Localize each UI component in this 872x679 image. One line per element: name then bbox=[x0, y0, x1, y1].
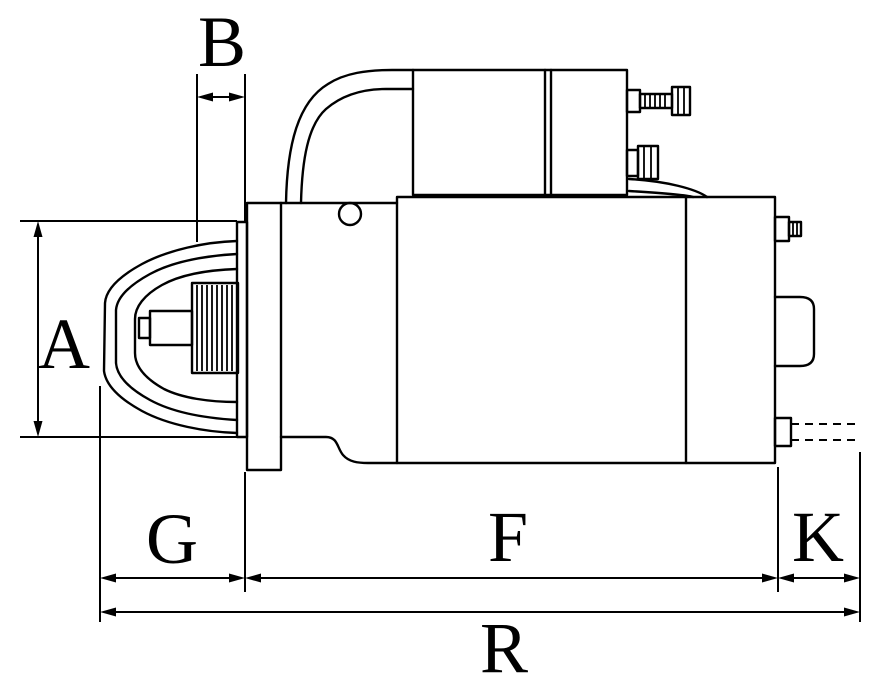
nose-middle-contour bbox=[114, 252, 239, 422]
upper-terminal-nut bbox=[670, 85, 692, 117]
rear-end-details bbox=[773, 215, 857, 448]
dimension-g-arrow-right bbox=[229, 573, 245, 583]
starter-motor-drawing bbox=[102, 68, 857, 472]
armature-shaft bbox=[137, 309, 194, 347]
dimension-a-extension-lines bbox=[20, 220, 237, 438]
solenoid-body bbox=[411, 68, 629, 197]
bracket-inner-contour bbox=[299, 87, 415, 205]
rear-bearing-boss bbox=[773, 295, 816, 368]
rear-terminal-stud-dashed bbox=[791, 423, 857, 441]
nose-aperture-contour bbox=[133, 267, 239, 404]
yoke bbox=[395, 195, 777, 465]
dimension-b-arrow-left bbox=[197, 92, 213, 102]
bracket-underside bbox=[279, 435, 399, 465]
dimension-label-b: B bbox=[198, 2, 246, 82]
solenoid-seam-lines bbox=[543, 68, 553, 197]
rear-top-stud-hatching bbox=[792, 222, 798, 236]
dimension-g-arrow-left bbox=[100, 573, 116, 583]
dimension-label-g: G bbox=[146, 499, 198, 579]
rear-top-stud-nut bbox=[773, 215, 791, 243]
drive-end-housing bbox=[102, 239, 239, 435]
nose-outer-contour bbox=[102, 239, 239, 435]
motor-body bbox=[395, 195, 777, 465]
upper-terminal-thread-hatching bbox=[644, 94, 666, 108]
solenoid-terminals bbox=[625, 85, 709, 199]
dimension-f: F bbox=[245, 497, 778, 583]
upper-terminal-nut-facets bbox=[677, 87, 685, 115]
dimension-a-arrow-bottom bbox=[33, 421, 43, 437]
dimension-r-arrow-right bbox=[844, 607, 860, 617]
dimension-r-arrow-left bbox=[100, 607, 116, 617]
pinion-teeth-hatching bbox=[196, 285, 233, 371]
bottom-extension-lines bbox=[99, 386, 861, 622]
dimension-label-a: A bbox=[38, 304, 90, 384]
mounting-flange bbox=[235, 201, 283, 472]
solenoid bbox=[411, 68, 629, 197]
dimension-b: B bbox=[196, 2, 246, 242]
flange-main-plate bbox=[245, 201, 283, 472]
dimension-b-arrow-right bbox=[229, 92, 245, 102]
intermediate-bracket bbox=[279, 68, 415, 465]
upper-terminal-base bbox=[625, 88, 642, 114]
dimension-f-arrow-left bbox=[245, 573, 261, 583]
lower-terminal-base bbox=[625, 148, 640, 178]
dimension-r: R bbox=[100, 607, 860, 679]
shaft-section bbox=[148, 309, 194, 347]
rear-terminal-block bbox=[773, 416, 793, 448]
bracket-outer-contour bbox=[284, 68, 415, 205]
lower-terminal-nut-facets bbox=[643, 146, 652, 179]
dimension-label-f: F bbox=[488, 497, 528, 577]
terminal-strap bbox=[627, 177, 709, 199]
dimension-f-arrow-right bbox=[762, 573, 778, 583]
lower-terminal-nut bbox=[636, 144, 660, 181]
dimension-a: A bbox=[20, 220, 237, 438]
dimension-g: G bbox=[100, 499, 245, 583]
dimension-a-arrow-top bbox=[33, 221, 43, 237]
pinion-gear bbox=[190, 281, 240, 375]
dimension-k: K bbox=[778, 497, 860, 583]
dimension-label-k: K bbox=[792, 497, 844, 577]
inspection-hole bbox=[337, 201, 363, 227]
dimension-label-r: R bbox=[480, 608, 528, 679]
dimension-b-extension-lines bbox=[196, 74, 246, 242]
shaft-tip bbox=[137, 316, 152, 340]
dimension-k-arrow-right bbox=[844, 573, 860, 583]
rear-top-stud bbox=[787, 220, 803, 238]
dimension-k-arrow-left bbox=[778, 573, 794, 583]
